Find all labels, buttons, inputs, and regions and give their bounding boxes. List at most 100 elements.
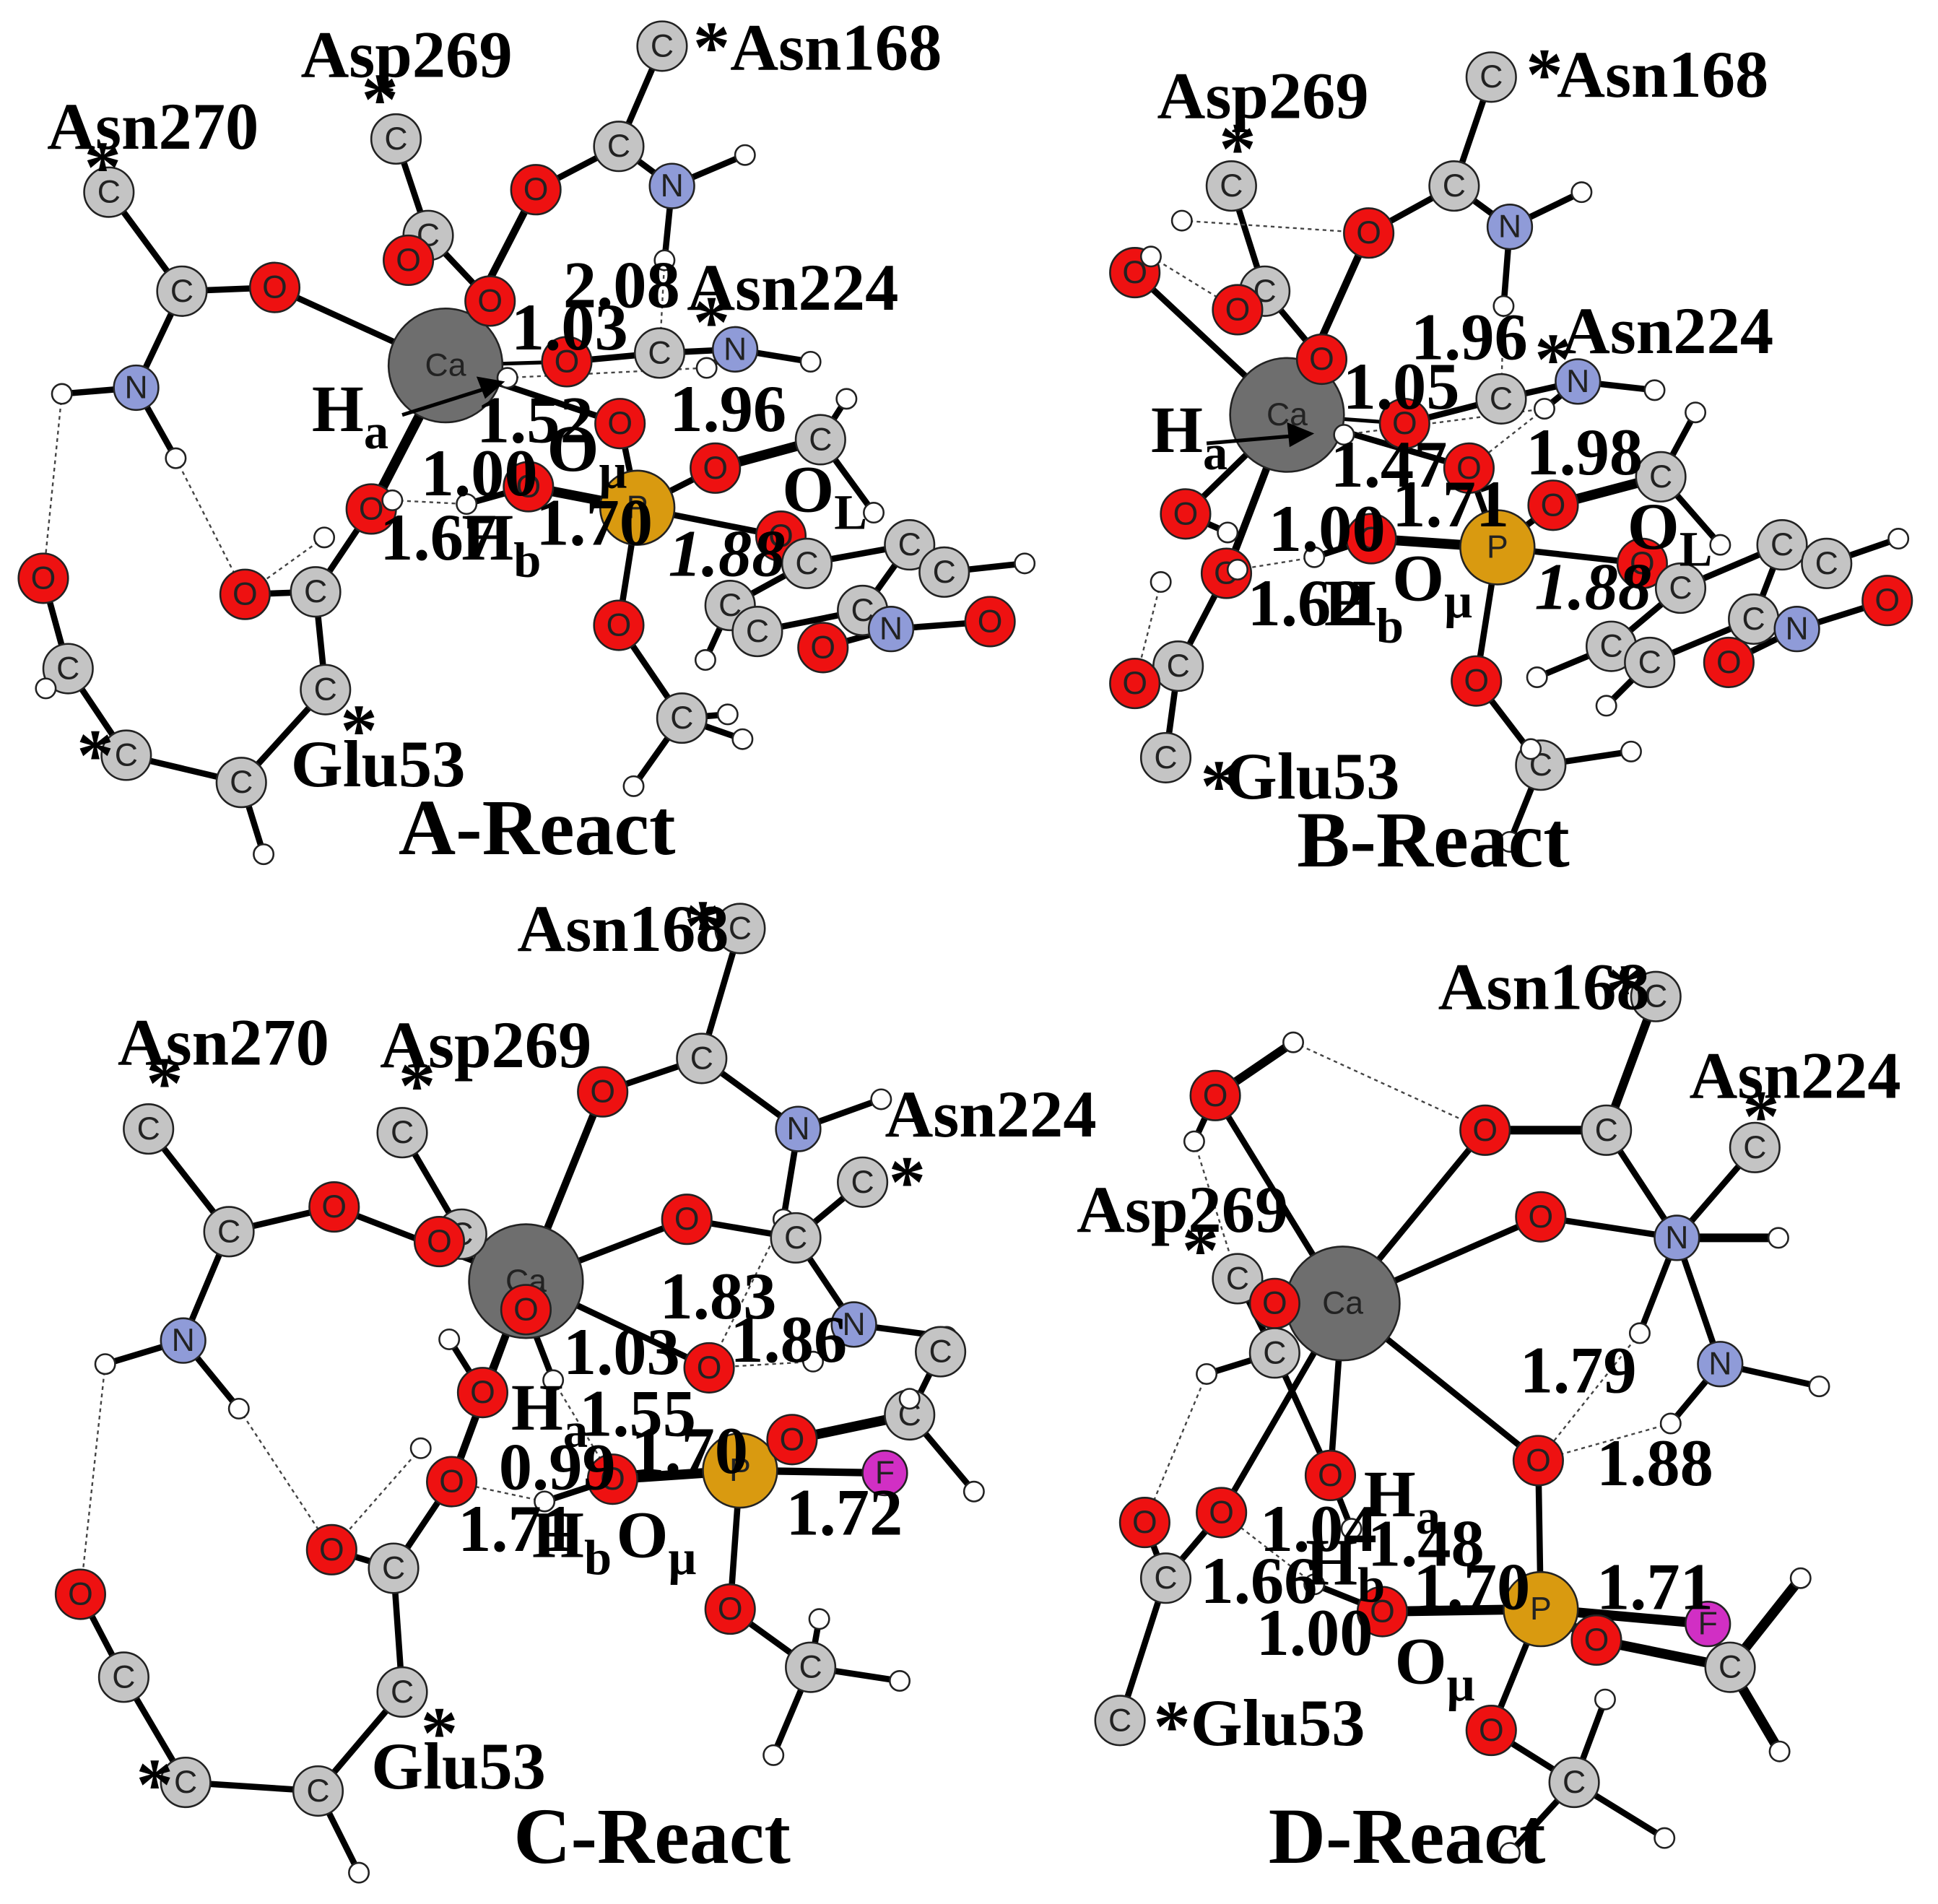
atom-sphere	[653, 249, 676, 271]
atom-sphere	[1808, 1375, 1830, 1398]
atom-symbol: O	[607, 406, 633, 441]
atom-symbol: N	[172, 1323, 195, 1358]
atom-sphere	[1789, 1567, 1812, 1589]
atom-c: C	[785, 1641, 837, 1693]
atom-c: C	[1465, 51, 1517, 103]
star: *	[84, 126, 121, 209]
atom-c: C	[1205, 160, 1257, 212]
distance: 1.62	[1248, 567, 1365, 640]
atom-c: C	[1585, 620, 1638, 672]
atom-symbol: O	[1309, 342, 1334, 377]
atom-sphere	[1654, 1214, 1700, 1261]
atom-symbol: C	[1443, 168, 1466, 204]
star: *	[340, 690, 377, 772]
atom-h	[542, 1369, 565, 1391]
atom-o: O	[1343, 207, 1395, 259]
subscript: μ	[599, 444, 627, 499]
label-asn168: Asn168	[730, 11, 942, 84]
atom-h	[1139, 245, 1162, 268]
atom-sphere	[1205, 160, 1257, 212]
atom-symbol: N	[124, 370, 147, 405]
star: *	[1526, 34, 1563, 116]
atom-symbol: O	[1318, 1458, 1343, 1493]
distance: 1.86	[730, 1303, 847, 1377]
atom-c: C	[770, 1212, 822, 1264]
atom-sphere	[468, 1223, 584, 1339]
atom-sphere	[1616, 537, 1668, 589]
hydrogen-bond-dashed	[1468, 408, 1545, 469]
atom-h	[863, 502, 885, 524]
label-omu: Oμ	[1392, 542, 1472, 629]
atom-symbol: C	[1167, 648, 1190, 684]
atom-sphere	[438, 1328, 461, 1350]
atom-sphere	[1295, 333, 1348, 386]
atom-c: C	[156, 265, 208, 317]
distance: 1.70	[1413, 1551, 1530, 1625]
atom-symbol: Ca	[425, 348, 466, 383]
atom-symbol: O	[1630, 546, 1655, 581]
subscript: a	[563, 1403, 588, 1458]
distance: 1.72	[786, 1477, 903, 1550]
atom-symbol: O	[1203, 1078, 1228, 1113]
atom-c: C	[215, 757, 267, 809]
atom-n: N	[160, 1317, 207, 1364]
atom-o: O	[1248, 1277, 1300, 1329]
atom-symbol: C	[851, 1165, 874, 1200]
atom-symbol: O	[978, 604, 1003, 639]
atom-h	[734, 144, 756, 166]
subscript: b	[584, 1531, 612, 1586]
atom-sphere	[464, 275, 516, 327]
atom-symbol: C	[651, 28, 674, 64]
subscript: b	[513, 533, 541, 588]
distance: 1.98	[1526, 416, 1643, 490]
atom-c: C	[300, 664, 352, 716]
atom-p: P	[599, 469, 676, 546]
atom-h	[802, 1350, 825, 1373]
atom-symbol: C	[137, 1111, 160, 1147]
atom-o: O	[766, 1414, 818, 1466]
atom-h	[622, 775, 645, 797]
atom-sphere	[661, 1194, 713, 1246]
atom-symbol: C	[1644, 979, 1667, 1014]
atom-symbol: N	[1498, 209, 1521, 245]
atom-sphere	[1685, 1601, 1731, 1648]
atom-p: P	[1459, 509, 1536, 586]
atom-sphere	[100, 729, 152, 781]
atom-sphere	[837, 1156, 889, 1208]
distance: 1.67	[380, 501, 497, 575]
atom-sphere	[219, 568, 271, 620]
distance: 1.00	[421, 437, 538, 510]
atom-symbol: O	[321, 1189, 347, 1225]
atom-sphere	[1303, 546, 1326, 568]
label-asp269: Asp269	[1157, 59, 1369, 133]
atom-symbol: O	[703, 451, 728, 486]
subscript: a	[364, 404, 388, 459]
atom-f: F	[861, 1449, 908, 1497]
panel-title: D-React	[1269, 1792, 1546, 1880]
label-ha: Ha	[312, 373, 388, 459]
distance: 1.96	[1411, 301, 1528, 375]
atom-sphere	[1226, 558, 1248, 581]
atom-symbol: O	[1456, 451, 1482, 486]
atom-h	[1620, 740, 1642, 762]
star: *	[421, 1692, 458, 1774]
atom-n: N	[1654, 1214, 1700, 1261]
atom-sphere	[867, 606, 915, 653]
atom-o: O	[383, 234, 435, 286]
atom-c: C	[714, 903, 766, 955]
atom-symbol: N	[1566, 364, 1589, 399]
atom-symbol: C	[1263, 1335, 1286, 1370]
distance: 0.99	[499, 1430, 616, 1504]
label-glu53: Glu53	[371, 1730, 546, 1804]
atom-sphere	[1212, 284, 1264, 336]
label-ha: Ha	[511, 1371, 588, 1458]
atom-o: O	[1703, 636, 1755, 689]
atom-sphere	[83, 166, 135, 218]
atom-sphere	[762, 1744, 785, 1766]
atom-c: C	[1139, 1552, 1192, 1604]
atom-sphere	[300, 664, 352, 716]
atom-symbol: O	[1472, 1113, 1498, 1148]
atom-symbol: O	[697, 1350, 722, 1386]
label-glu53: Glu53	[1225, 740, 1400, 814]
atom-sphere	[35, 677, 57, 700]
